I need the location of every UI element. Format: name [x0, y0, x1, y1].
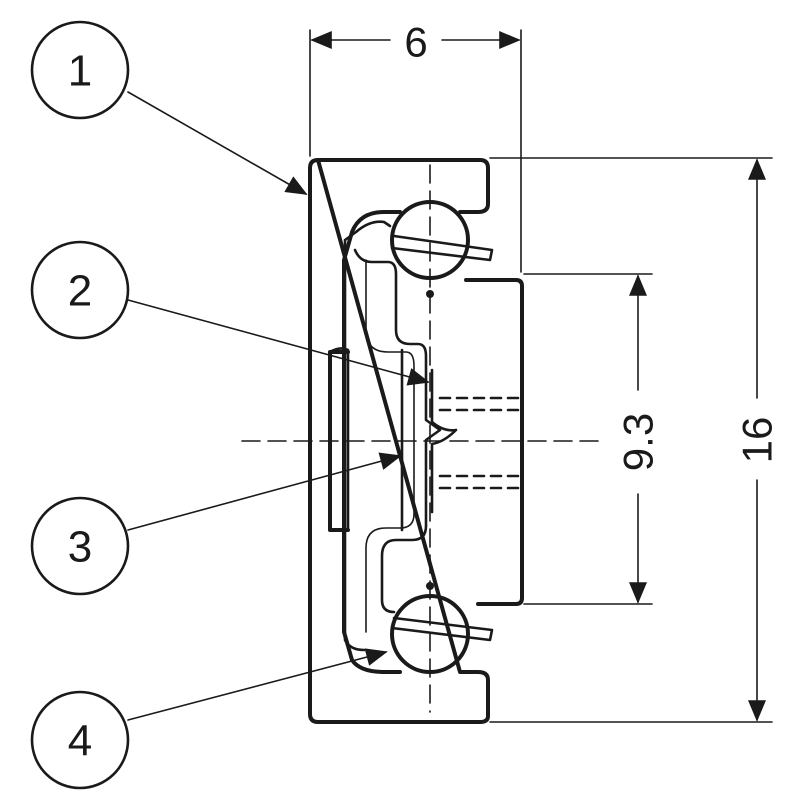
callout-3-label: 3 [68, 523, 92, 572]
dimension-width: 6 [309, 19, 522, 273]
callout-4-label: 4 [68, 717, 92, 766]
callout-2-label: 2 [68, 267, 92, 316]
inner-rail-profile-outer [343, 220, 392, 652]
inner-rail-profile-inner [365, 259, 415, 633]
dimension-outer-height-label: 16 [734, 417, 781, 464]
ball-bearing-top [390, 200, 494, 298]
intermediate-rail-profile [328, 278, 524, 606]
ball-bearing-bottom [390, 582, 494, 674]
dimension-inner-height-label: 9.3 [615, 413, 662, 471]
callout-2: 2 [30, 240, 430, 386]
inner-rail-profile [353, 248, 442, 614]
center-lines [241, 164, 601, 713]
dimension-width-label: 6 [404, 19, 427, 66]
dimension-outer-height: 16 [489, 157, 781, 723]
intermediate-rail-web [328, 347, 350, 532]
callout-1-label: 1 [68, 47, 92, 96]
dimension-inner-height: 9.3 [523, 273, 662, 605]
mounting-hole-lines [438, 396, 522, 490]
center-notch [430, 368, 458, 514]
callout-3: 3 [30, 452, 402, 596]
callout-1: 1 [30, 20, 308, 195]
callout-4: 4 [30, 648, 388, 790]
